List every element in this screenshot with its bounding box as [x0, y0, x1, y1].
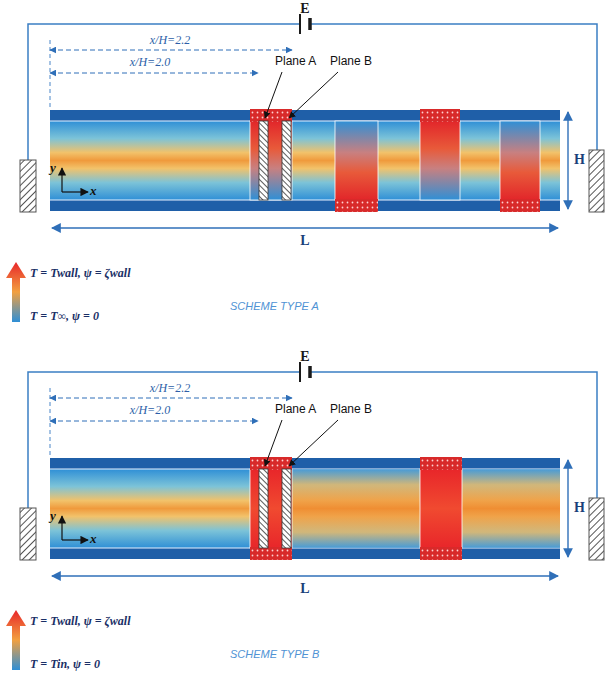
- legend-text: T = Twall, ψ = ζwall: [30, 614, 131, 629]
- heater-strip: [250, 109, 292, 122]
- heater-strip: [420, 457, 462, 470]
- scheme-b: [6, 362, 604, 670]
- scheme-a-base: [6, 14, 604, 322]
- heated-band: [420, 469, 462, 548]
- dimension-label: x/H=2.0: [130, 403, 170, 418]
- length-label: L: [300, 233, 309, 249]
- scheme-caption: SCHEME TYPE B: [230, 648, 319, 660]
- legend-text: T = T∞, ψ = 0: [30, 309, 99, 324]
- heated-band: [335, 121, 378, 200]
- plane-label: Plane B: [330, 54, 372, 68]
- voltage-label: E: [300, 1, 309, 17]
- axis-label: x: [90, 531, 97, 547]
- dimension-label: x/H=2.2: [150, 33, 190, 48]
- plane-label: Plane A: [275, 402, 316, 416]
- warm-fluid: [292, 469, 560, 548]
- heater-strip: [250, 547, 292, 560]
- length-label: L: [300, 581, 309, 597]
- scheme-b-planes: [62, 420, 338, 548]
- heater-strip: [420, 109, 460, 122]
- heated-band: [500, 121, 540, 200]
- scheme-a-planes: [62, 72, 338, 200]
- height-label: H: [574, 500, 585, 516]
- heater-strip: [250, 457, 292, 470]
- scheme-b-base: [6, 362, 604, 670]
- axis-label: y: [50, 160, 56, 176]
- heated-band: [420, 121, 460, 200]
- height-label: H: [574, 152, 585, 168]
- heater-strip: [500, 199, 540, 212]
- plane-label: Plane A: [275, 54, 316, 68]
- heater-strip: [420, 547, 462, 560]
- scheme-a-heating: [250, 109, 540, 212]
- plane-label: Plane B: [330, 402, 372, 416]
- legend-text: T = Twall, ψ = ζwall: [30, 266, 131, 281]
- voltage-label: E: [300, 349, 309, 365]
- dimension-label: x/H=2.0: [130, 55, 170, 70]
- legend-text: T = Tin, ψ = 0: [30, 657, 100, 672]
- heater-strip: [335, 199, 378, 212]
- axis-label: x: [90, 183, 97, 199]
- axis-label: y: [50, 508, 56, 524]
- scheme-caption: SCHEME TYPE A: [230, 300, 319, 312]
- dimension-label: x/H=2.2: [150, 381, 190, 396]
